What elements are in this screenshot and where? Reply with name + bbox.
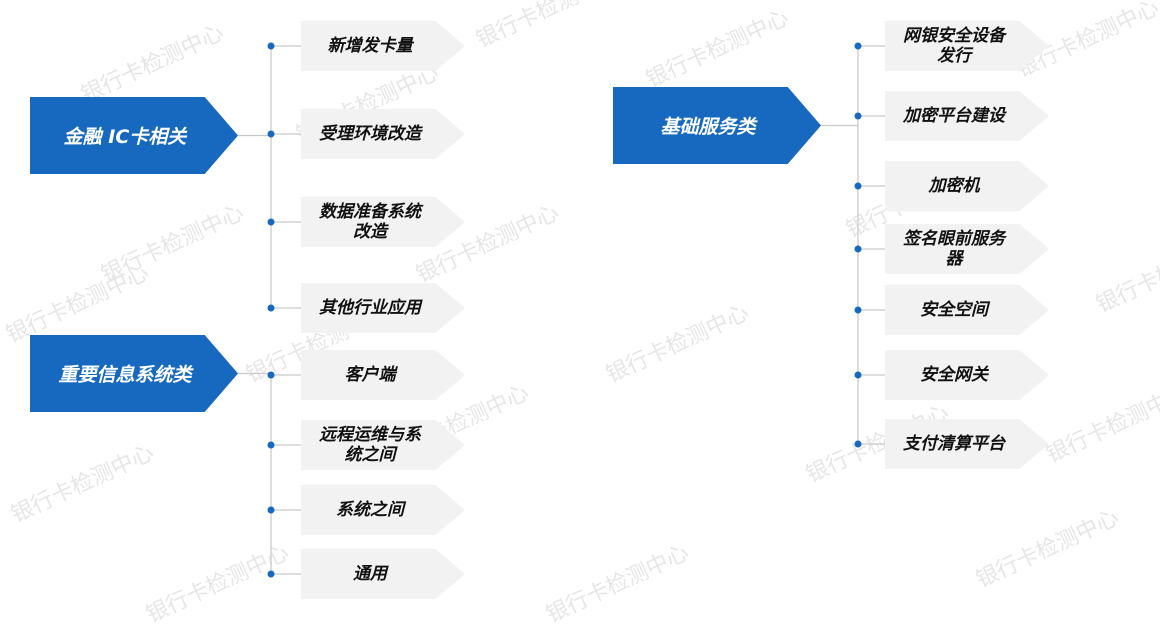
category-label: 重要信息系统类 <box>58 364 192 386</box>
connector-dot <box>854 112 862 120</box>
item-box: 签名眼前服务 器 <box>885 224 1049 274</box>
item-label: 通用 <box>353 564 387 584</box>
item-box: 受理环境改造 <box>301 109 465 159</box>
item-box: 其他行业应用 <box>301 283 465 333</box>
item-label: 系统之间 <box>336 500 404 520</box>
item-label: 安全空间 <box>920 300 988 320</box>
item-label: 签名眼前服务 器 <box>903 229 1005 269</box>
item-box: 系统之间 <box>301 485 465 535</box>
item-label: 支付清算平台 <box>903 434 1005 454</box>
category-label: 基础服务类 <box>660 116 756 138</box>
item-label: 加密机 <box>928 176 980 196</box>
item-box: 远程运维与系 统之间 <box>301 420 465 470</box>
category-box: 基础服务类 <box>613 87 821 164</box>
item-label: 受理环境改造 <box>319 124 421 144</box>
connector-dot <box>854 42 862 50</box>
item-box: 加密平台建设 <box>885 91 1049 141</box>
connector-dot <box>267 371 275 379</box>
connector-dot <box>854 306 862 314</box>
item-box: 网银安全设备 发行 <box>885 21 1049 71</box>
item-label: 安全网关 <box>920 365 988 385</box>
connector-dot <box>267 304 275 312</box>
item-box: 安全空间 <box>885 285 1049 335</box>
item-label: 数据准备系统 改造 <box>319 202 421 242</box>
connector-dot <box>267 218 275 226</box>
item-box: 客户端 <box>301 350 465 400</box>
item-label: 客户端 <box>344 365 396 385</box>
connector-dot <box>267 441 275 449</box>
item-label: 远程运维与系 统之间 <box>319 425 421 465</box>
connector-dot <box>854 245 862 253</box>
item-box: 数据准备系统 改造 <box>301 197 465 247</box>
connector-dot <box>267 506 275 514</box>
item-box: 新增发卡量 <box>301 21 465 71</box>
item-label: 新增发卡量 <box>327 36 413 56</box>
item-box: 安全网关 <box>885 350 1049 400</box>
category-box: 重要信息系统类 <box>30 335 238 412</box>
connector-lines <box>234 42 885 578</box>
connector-dot <box>854 182 862 190</box>
connector-dot <box>267 130 275 138</box>
item-box: 加密机 <box>885 161 1049 211</box>
connector-dot <box>854 371 862 379</box>
item-label: 网银安全设备 发行 <box>903 26 1005 66</box>
category-label: 金融 IC卡相关 <box>63 126 187 148</box>
category-box: 金融 IC卡相关 <box>30 97 238 174</box>
item-label: 其他行业应用 <box>319 298 421 318</box>
connector-dot <box>267 570 275 578</box>
item-box: 通用 <box>301 549 465 599</box>
item-box: 支付清算平台 <box>885 419 1049 469</box>
connector-dot <box>267 42 275 50</box>
connector-dot <box>854 440 862 448</box>
item-label: 加密平台建设 <box>903 106 1005 126</box>
